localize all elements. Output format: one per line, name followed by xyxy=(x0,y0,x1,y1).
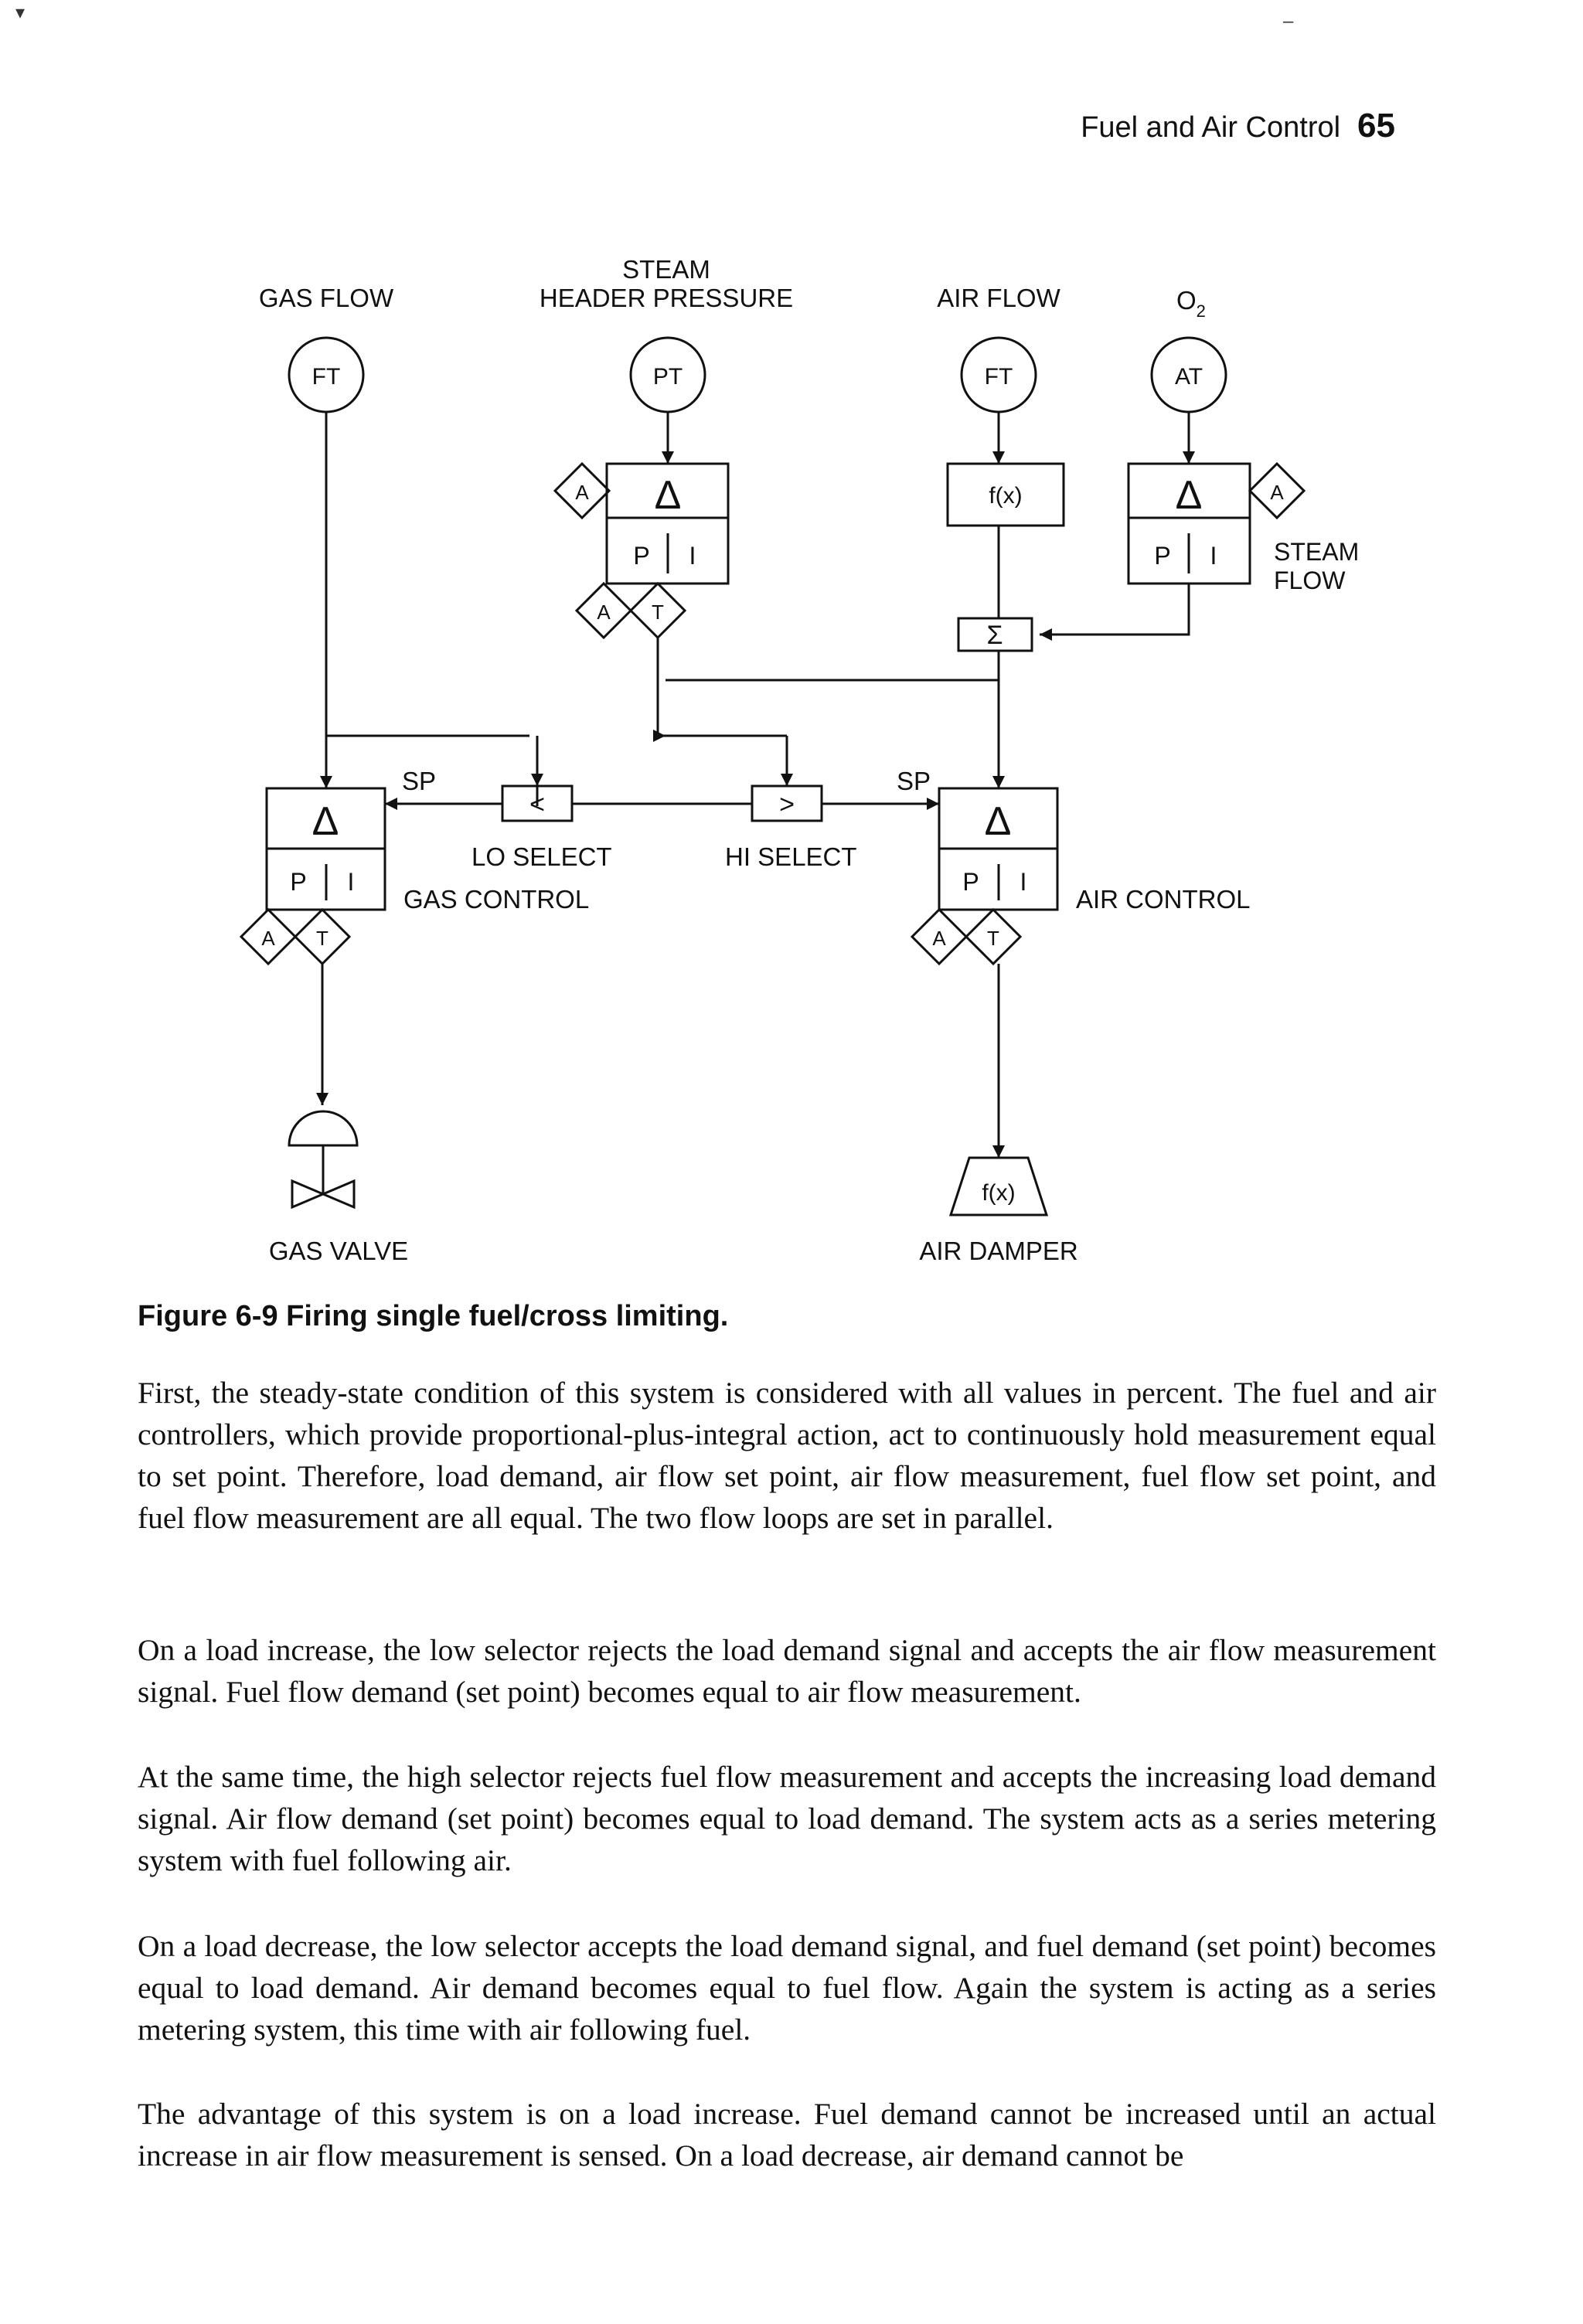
gas-delta: Δ xyxy=(312,799,339,844)
o2-p: P xyxy=(1154,542,1170,570)
at-text: AT xyxy=(1175,364,1203,390)
gas-valve-label: GAS VALVE xyxy=(269,1237,408,1265)
o2-auto-a: A xyxy=(1270,481,1284,504)
paragraph-5: The advantage of this system is on a loa… xyxy=(138,2097,1436,2173)
scan-mark-top-right: – xyxy=(1283,11,1294,32)
gas-p: P xyxy=(290,868,306,896)
air-measurement-bus xyxy=(666,651,1000,682)
paragraph-4: On a load decrease, the low selector acc… xyxy=(138,1929,1436,2047)
scan-mark-top-left: ▾ xyxy=(15,2,26,23)
paragraph-1: First, the steady-state condition of thi… xyxy=(138,1376,1436,1535)
pressure-p: P xyxy=(633,542,649,570)
hi-select-symbol: > xyxy=(779,790,795,819)
gas-valve-body-left xyxy=(291,1179,326,1210)
air-sp-label: SP xyxy=(897,767,931,795)
gas-control-label: GAS CONTROL xyxy=(403,885,589,914)
pressure-t-diamond xyxy=(628,581,687,640)
firing-cross-limiting-diagram: GAS FLOW STEAM HEADER PRESSURE AIR FLOW … xyxy=(239,255,1359,1265)
sigma-text: Σ xyxy=(986,621,1003,650)
ft-air-text: FT xyxy=(985,364,1013,390)
air-flow-fx-block xyxy=(946,462,1065,527)
load-demand-to-hi-select xyxy=(653,680,666,742)
air-t-diamond xyxy=(964,907,1023,966)
paragraph-3: At the same time, the high selector reje… xyxy=(138,1760,1436,1877)
ft-gas-text: FT xyxy=(312,364,341,390)
steam-flow-label-2: FLOW xyxy=(1274,567,1346,594)
o2-delta: Δ xyxy=(1176,473,1203,518)
sigma-summer-block xyxy=(957,617,1033,652)
running-header: Fuel and Air Control 65 xyxy=(1081,107,1395,145)
paragraph-2: On a load increase, the low selector rej… xyxy=(138,1633,1436,1709)
pt-text: PT xyxy=(653,364,683,390)
air-damper-label: AIR DAMPER xyxy=(919,1237,1077,1265)
pressure-i: I xyxy=(689,542,696,570)
air-damper-symbol xyxy=(948,1156,1049,1216)
air-p: P xyxy=(962,868,979,896)
gas-valve-body-right xyxy=(320,1179,356,1210)
lo-select-label: LO SELECT xyxy=(471,842,612,871)
air-delta: Δ xyxy=(985,799,1012,844)
gas-flow-to-hi-select xyxy=(325,412,529,737)
air-flow-label: AIR FLOW xyxy=(937,284,1060,312)
pressure-controller-block xyxy=(605,462,730,585)
air-control-label: AIR CONTROL xyxy=(1076,885,1251,914)
gas-a: A xyxy=(261,927,275,950)
damper-fx-text: f(x) xyxy=(982,1180,1015,1206)
pressure-a: A xyxy=(597,601,611,624)
running-title: Fuel and Air Control xyxy=(1081,111,1341,144)
pressure-delta: Δ xyxy=(655,473,682,518)
gas-valve-actuator xyxy=(288,1110,359,1147)
figure-caption: Figure 6-9 Firing single fuel/cross limi… xyxy=(138,1300,729,1332)
page-number: 65 xyxy=(1357,107,1395,145)
air-t: T xyxy=(987,927,999,950)
gas-t-diamond xyxy=(293,907,352,966)
o2-auto-diamond xyxy=(1248,461,1306,520)
steam-label: STEAM xyxy=(622,255,710,284)
lo-select-symbol: < xyxy=(529,790,545,819)
gas-sp-label: SP xyxy=(402,767,436,795)
air-i: I xyxy=(1020,868,1027,896)
steam-flow-label-1: STEAM xyxy=(1274,538,1359,566)
o2-to-summer-line xyxy=(1040,584,1190,641)
hi-select-label: HI SELECT xyxy=(725,842,857,871)
pressure-t: T xyxy=(652,601,664,624)
header-pressure-label: HEADER PRESSURE xyxy=(540,284,793,312)
pressure-auto-diamond xyxy=(553,461,611,520)
air-a: A xyxy=(932,927,946,950)
gas-i: I xyxy=(348,868,355,896)
gas-flow-label: GAS FLOW xyxy=(259,284,394,312)
air-fx-text: f(x) xyxy=(989,483,1022,509)
o2-label: O2 xyxy=(1176,286,1206,321)
o2-i: I xyxy=(1210,542,1217,570)
gas-t: T xyxy=(316,927,329,950)
pressure-auto-a: A xyxy=(575,481,589,504)
